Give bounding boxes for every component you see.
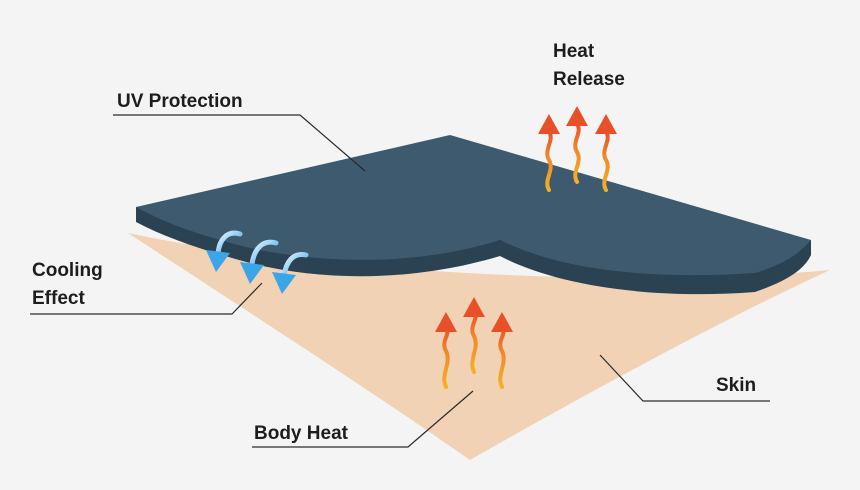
cooling-effect-label-line2: Effect xyxy=(32,288,85,309)
wavy-up-arrow-icon xyxy=(491,312,513,389)
cooling-effect-label-line1: Cooling xyxy=(32,260,103,281)
wavy-up-arrow-icon xyxy=(595,114,617,192)
fabric-layer-top xyxy=(136,135,811,276)
wavy-up-arrow-icon xyxy=(566,106,588,184)
curved-down-arrow-icon xyxy=(272,251,309,294)
leader-lines xyxy=(30,114,770,448)
curved-down-arrow-icon xyxy=(206,230,243,272)
heat-release-label-line2: Release xyxy=(553,69,625,90)
uv-protection-leader xyxy=(113,114,366,172)
heat-release-label-line1: Heat xyxy=(553,41,595,62)
body-heat-arrows xyxy=(435,297,513,389)
cooling-arrows xyxy=(206,230,309,294)
fabric-fold xyxy=(499,239,561,277)
wavy-up-arrow-icon xyxy=(463,297,485,374)
uv-protection-label: UV Protection xyxy=(117,91,243,112)
skin-leader xyxy=(599,354,770,402)
curved-down-arrow-icon xyxy=(240,239,279,284)
body-heat-leader xyxy=(252,390,474,448)
wavy-up-arrow-icon xyxy=(538,114,560,192)
wavy-up-arrow-icon xyxy=(435,312,457,389)
heat-release-arrows xyxy=(538,106,617,192)
skin-label: Skin xyxy=(716,375,756,396)
body-heat-label: Body Heat xyxy=(254,423,349,444)
cooling-effect-leader xyxy=(30,282,263,315)
